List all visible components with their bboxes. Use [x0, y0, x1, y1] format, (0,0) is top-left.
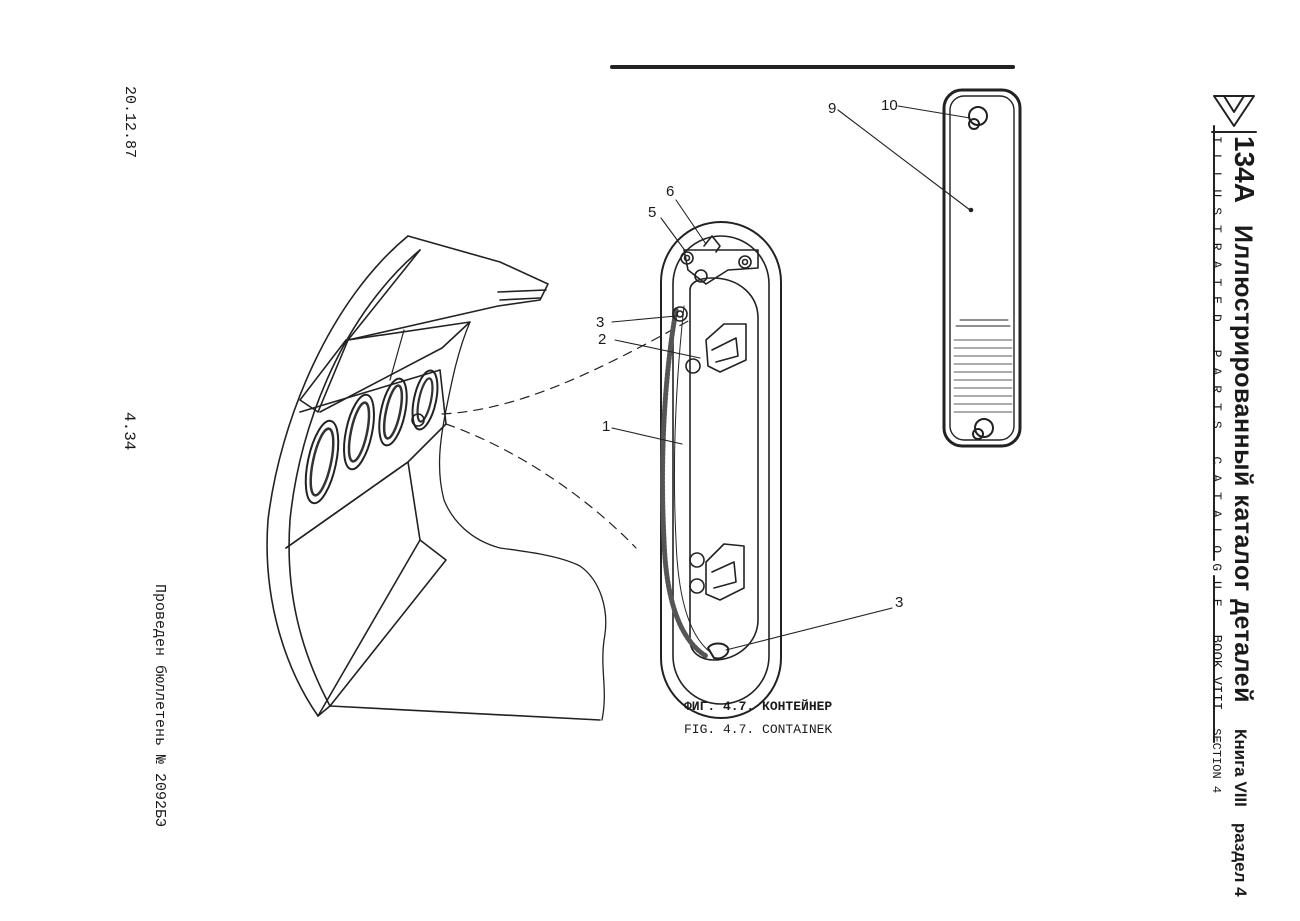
fuselage-cutaway [266, 235, 607, 721]
page-number: 4.34 [120, 412, 138, 451]
callout-9: 9 [828, 100, 837, 117]
figure-caption-en: FIG. 4.7. CONTAINEK [684, 722, 833, 737]
callout-5: 5 [648, 204, 657, 221]
issue-date: 20.12.87 [121, 86, 138, 159]
bulletin-note: Проведен бюллетень № 2092БЭ [151, 584, 168, 828]
logo-icon [1211, 95, 1257, 133]
projection-line-upper [441, 319, 691, 415]
book-label-en: BOOK VIII [1208, 634, 1224, 711]
book-label-ru: Книга VIII [1231, 729, 1250, 807]
section-label-ru: раздел 4 [1231, 822, 1250, 897]
catalogue-title-en: ILLUSTRATED PARTS CATALOGUE [1209, 136, 1224, 617]
callout-10: 10 [881, 97, 898, 114]
aircraft-model: 134А [1229, 136, 1260, 203]
leader-lines [611, 105, 971, 651]
container-cover-view [942, 88, 1022, 448]
container-main-view [660, 221, 782, 719]
catalogue-title-ru: Иллюстрированный каталог деталей [1229, 224, 1257, 703]
callout-3-upper: 3 [596, 314, 605, 331]
projection-line-lower [445, 423, 637, 549]
section-label-en: SECTION 4 [1209, 728, 1223, 794]
figure-caption-ru: ФИГ. 4.7. КОНТЕЙНЕР [684, 699, 833, 714]
callout-1: 1 [602, 418, 611, 435]
callout-2: 2 [598, 331, 607, 348]
callout-3-lower: 3 [895, 594, 904, 611]
callout-6: 6 [666, 183, 675, 200]
